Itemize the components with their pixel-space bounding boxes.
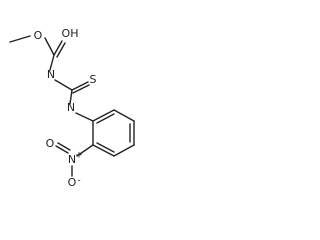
- bond-group: [9, 35, 135, 177]
- carbamate-nitrogen-label: N: [47, 68, 55, 81]
- bond-carbonyl-c-carbamate-n: [49, 54, 55, 71]
- bond-ring-5: [92, 144, 115, 157]
- bond-ring-2: [113, 109, 135, 122]
- bond-ring-inner-1: [96, 113, 115, 124]
- oxide-negative-charge: -: [77, 176, 80, 186]
- nitro-nitrogen-label: N: [68, 153, 76, 166]
- bond-thio-c-thioamide-n: [69, 89, 73, 105]
- bond-ester-o-carbonyl-c: [44, 37, 55, 56]
- bond-thio-c-s: [71, 81, 89, 91]
- atom-labels: OH O N S N N + O O -: [34, 27, 97, 189]
- molecule-structure: OH O N S N N + O O -: [9, 27, 135, 189]
- thiocarbonyl-sulfur-label: S: [90, 73, 97, 86]
- bond-ring-4: [113, 144, 135, 157]
- bond-ring-inner-3: [96, 142, 115, 153]
- bond-ring-1: [92, 109, 115, 122]
- bond-methyl-ester-o: [9, 35, 31, 43]
- bond-nitro-n-o-top-second: [57, 142, 71, 151]
- bond-thioamide-n-ring: [75, 112, 94, 122]
- ester-oxygen-label: O: [34, 29, 43, 42]
- bond-carbonyl-c-oh-second: [56, 42, 66, 58]
- nitro-oxygen-top-label: O: [46, 137, 55, 150]
- bond-thio-c-s-second: [72, 84, 90, 94]
- hydroxyl-oh-label: OH: [62, 27, 79, 40]
- bond-nitro-n-o-top: [55, 145, 69, 154]
- bond-carbamate-n-thio-c: [54, 79, 73, 91]
- thioamide-nitrogen-label: N: [67, 101, 75, 114]
- nitro-positive-charge: +: [75, 151, 83, 161]
- bond-carbonyl-c-oh: [53, 40, 63, 56]
- bond-ring-nitro-n: [76, 144, 94, 157]
- nitro-oxygen-bottom-label: O: [68, 176, 77, 189]
